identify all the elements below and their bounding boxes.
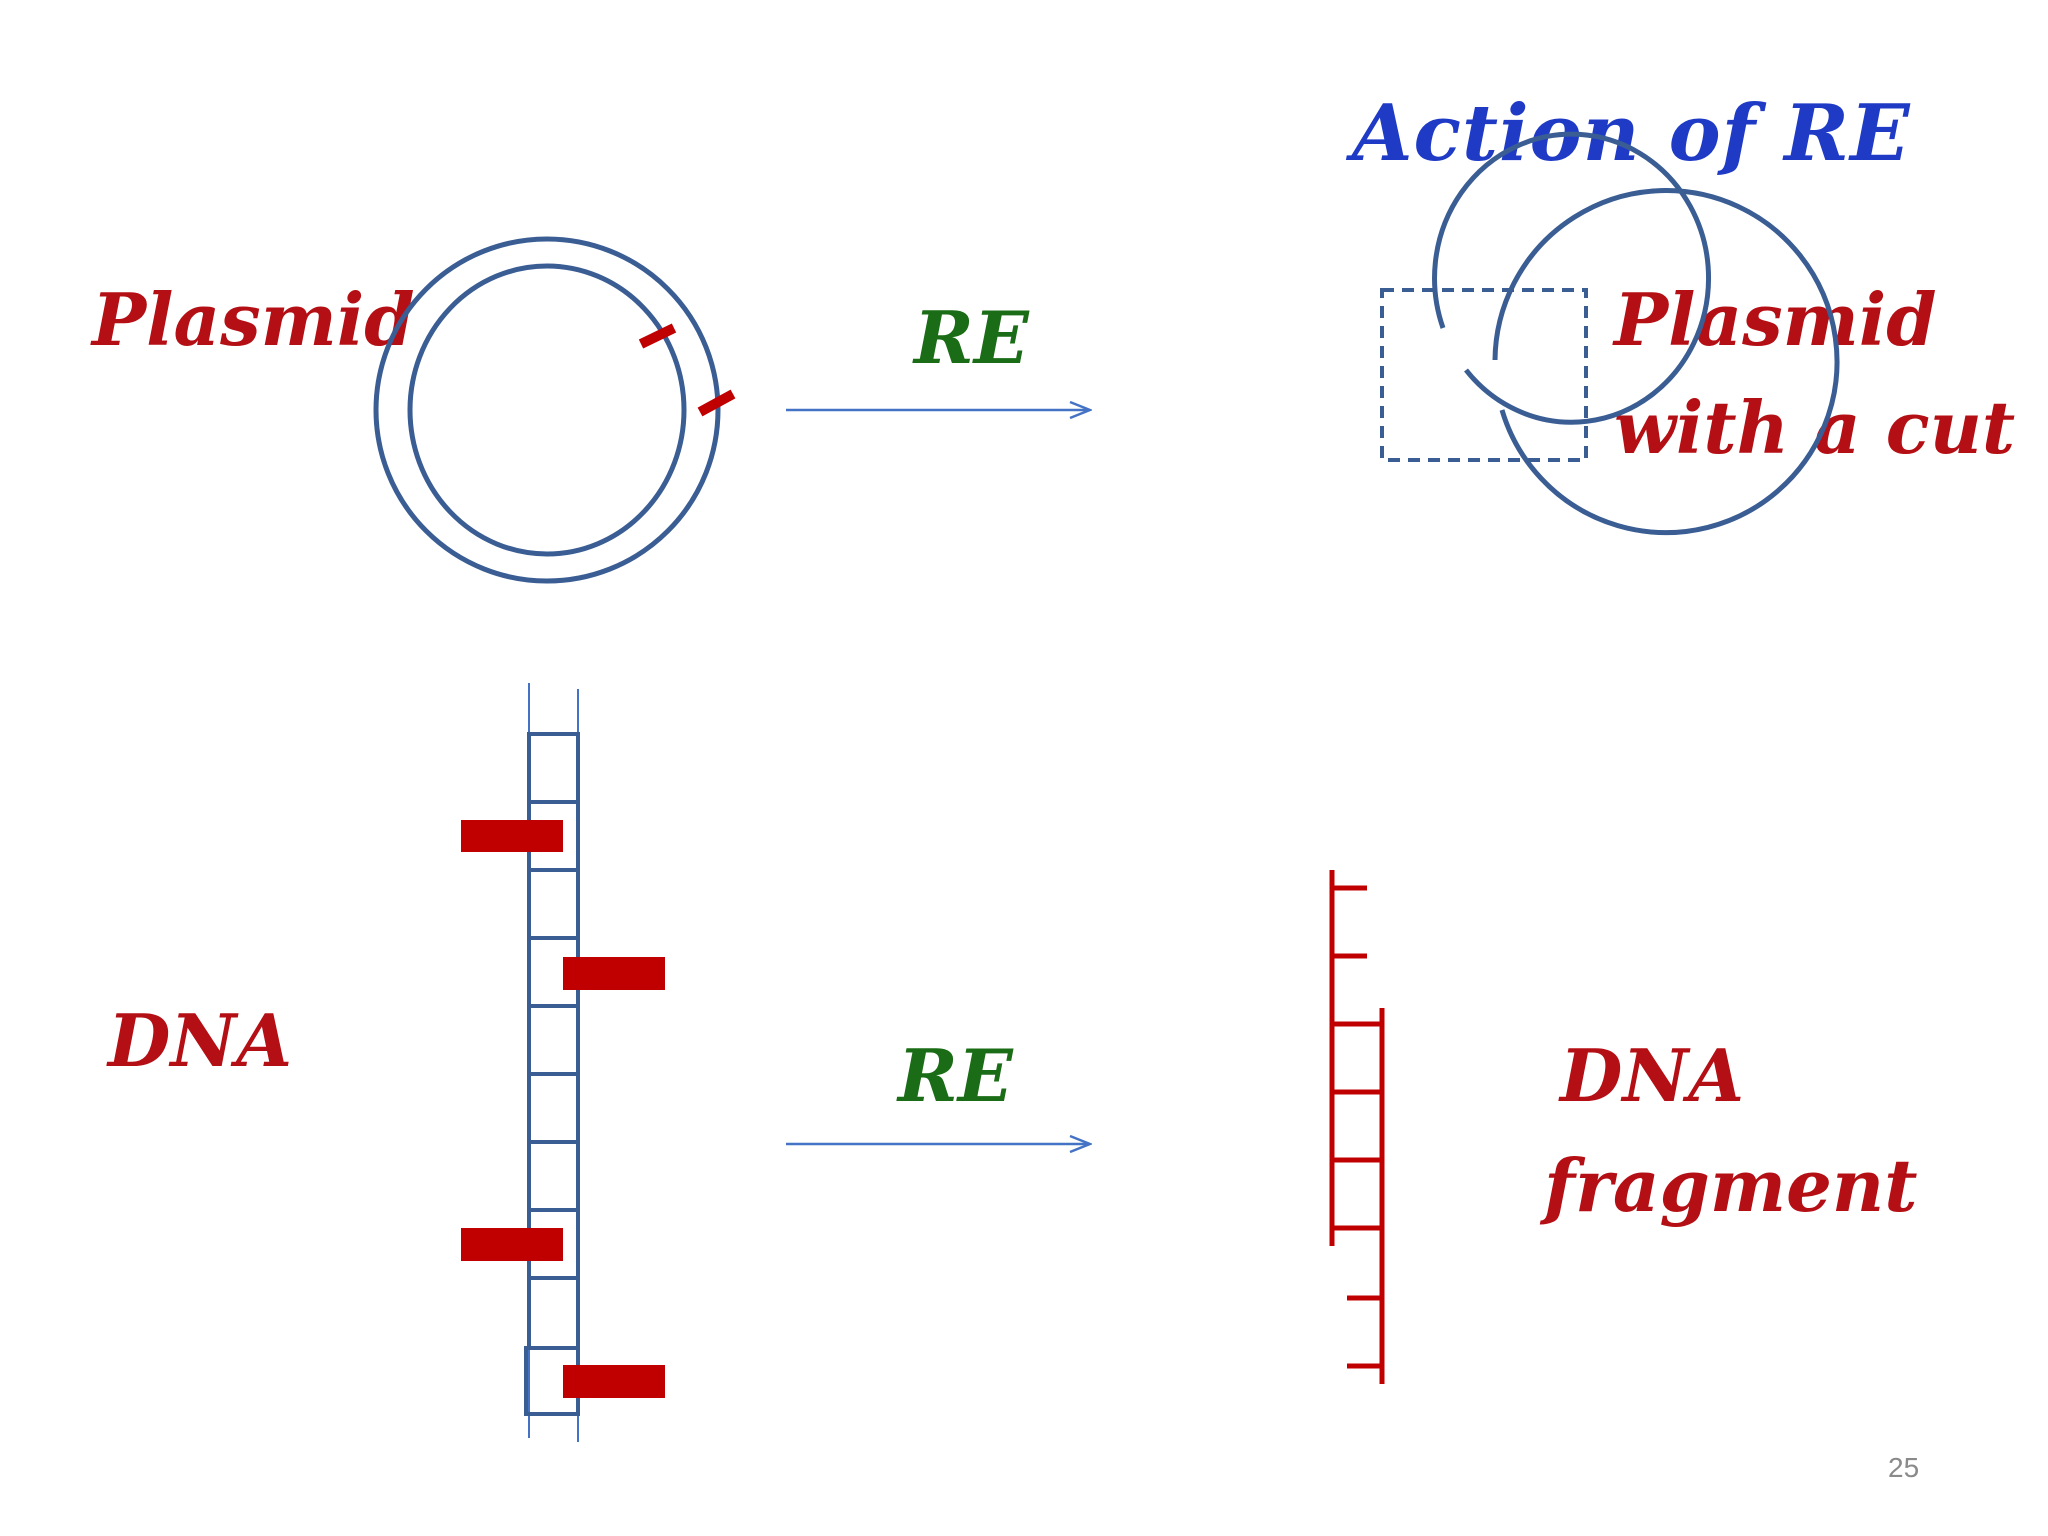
dna-fragment [1329,870,1385,1384]
dna-fragment-label-line2: fragment [1544,1143,1918,1228]
cut-highlight-box [1380,288,1588,462]
re-label-bottom: RE [898,1033,1013,1118]
plasmid-outer-ring [373,236,721,584]
restriction-site-marker [563,1365,665,1398]
dna-fragment-label-line1: DNA [1560,1033,1745,1118]
plasmid-with-cut [1380,131,1840,536]
plasmid-cut-label-line2: with a cut [1614,385,2016,470]
slide-title: Action of RE [1352,88,1911,179]
dna-label: DNA [108,998,293,1083]
cut-plasmid-inner-ring [1432,131,1711,425]
dna-rungs [529,800,578,1280]
plasmid-label: Plasmid [92,277,415,362]
dna-ladder [461,683,665,1442]
re-label-top: RE [914,295,1029,380]
restriction-site-marker [563,957,665,990]
restriction-site-marker [461,1228,563,1261]
plasmid-intact [373,236,736,584]
plasmid-cut-label-line1: Plasmid [1614,277,1937,362]
page-number: 25 [1888,1452,1920,1483]
restriction-site-marker [461,820,563,852]
cut-site-marker [697,389,736,417]
cut-plasmid-outer-ring [1492,188,1840,536]
cut-site-marker [638,323,677,349]
plasmid-inner-ring [407,263,687,557]
